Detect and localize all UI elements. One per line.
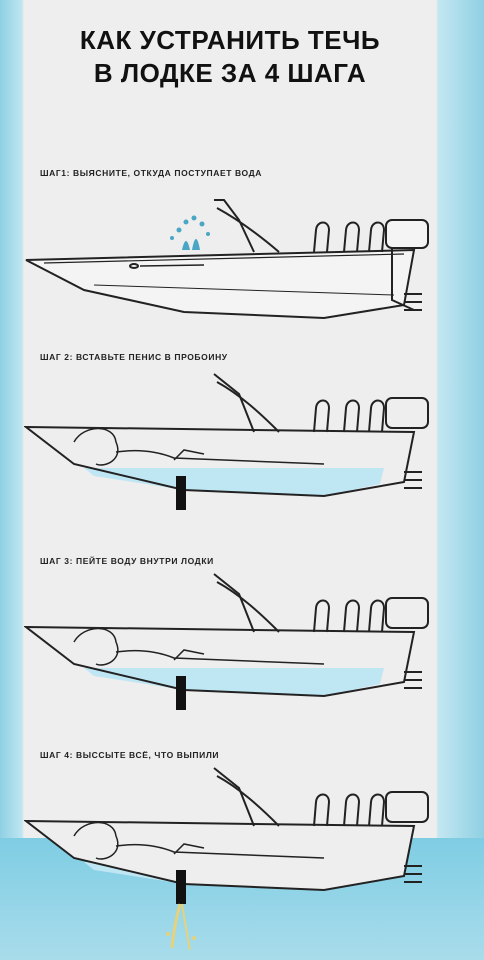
page-title: КАК УСТРАНИТЬ ТЕЧЬ В ЛОДКЕ ЗА 4 ШАГА — [24, 24, 436, 90]
step-1-label: ШАГ1: ВЫЯСНИТЕ, ОТКУДА ПОСТУПАЕТ ВОДА — [40, 168, 262, 178]
step-4-label: ШАГ 4: ВЫССЫТЕ ВСЁ, ЧТО ВЫПИЛИ — [40, 750, 220, 760]
plug-shape — [176, 476, 186, 510]
title-line-2: В ЛОДКЕ ЗА 4 ШАГА — [93, 58, 367, 88]
boat-step-1 — [25, 199, 429, 320]
plug-shape — [176, 870, 186, 904]
boat-step-3 — [24, 573, 429, 710]
boat-step-2 — [24, 373, 429, 510]
step-2-label: ШАГ 2: ВСТАВЬТЕ ПЕНИС В ПРОБОИНУ — [40, 352, 228, 362]
step-3-label: ШАГ 3: ПЕЙТЕ ВОДУ ВНУТРИ ЛОДКИ — [40, 556, 214, 566]
step-2-illustration — [24, 372, 436, 512]
step-3-illustration — [24, 572, 436, 712]
water-fountain-icon — [170, 215, 210, 250]
yellow-stream-icon — [166, 903, 196, 951]
title-line-1: КАК УСТРАНИТЬ ТЕЧЬ — [79, 25, 381, 55]
boat-step-4 — [24, 767, 429, 951]
step-1-illustration — [24, 190, 436, 330]
step-4-illustration — [24, 766, 436, 951]
plug-shape — [176, 676, 186, 710]
